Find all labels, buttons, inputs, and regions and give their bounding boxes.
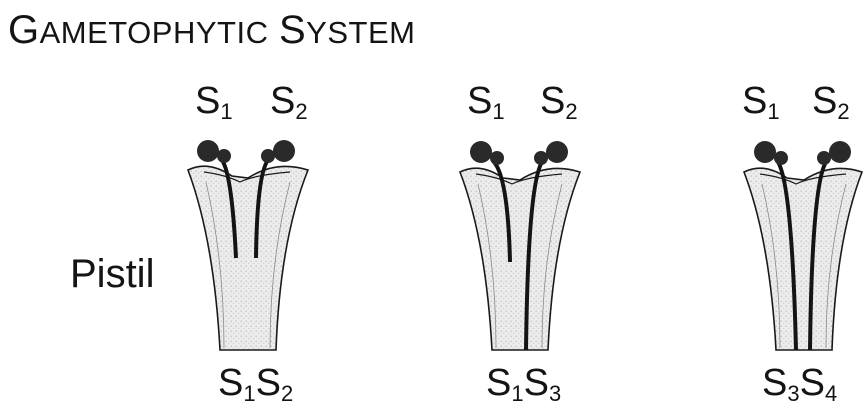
panel-2-pollen-grain-2b: [534, 151, 548, 165]
panel-2-pollen-grain-2: [546, 141, 568, 163]
panel-2-pollen-grain-1b: [490, 151, 504, 165]
panel-3-pollen-grain-2b: [817, 151, 831, 165]
panel-1-pollen-grain-1: [197, 140, 219, 162]
panel-1-pollen-grain-1b: [217, 149, 231, 163]
panel-1-pollen-grain-2: [273, 140, 295, 162]
panel-3-pollen-grain-1b: [774, 151, 788, 165]
panel-2-pollen-grain-1: [470, 141, 492, 163]
panel-2-style: [460, 168, 580, 350]
panel-1-pollen-grain-2b: [261, 149, 275, 163]
panel-3-pistil: [744, 141, 862, 350]
panel-3-style: [744, 168, 862, 350]
panel-2-pistil: [460, 141, 580, 350]
panel-1-pistil: [188, 140, 308, 350]
panel-3-pollen-grain-2: [829, 141, 851, 163]
panel-3-pollen-grain-1: [754, 141, 776, 163]
panel-1-style: [188, 166, 308, 350]
